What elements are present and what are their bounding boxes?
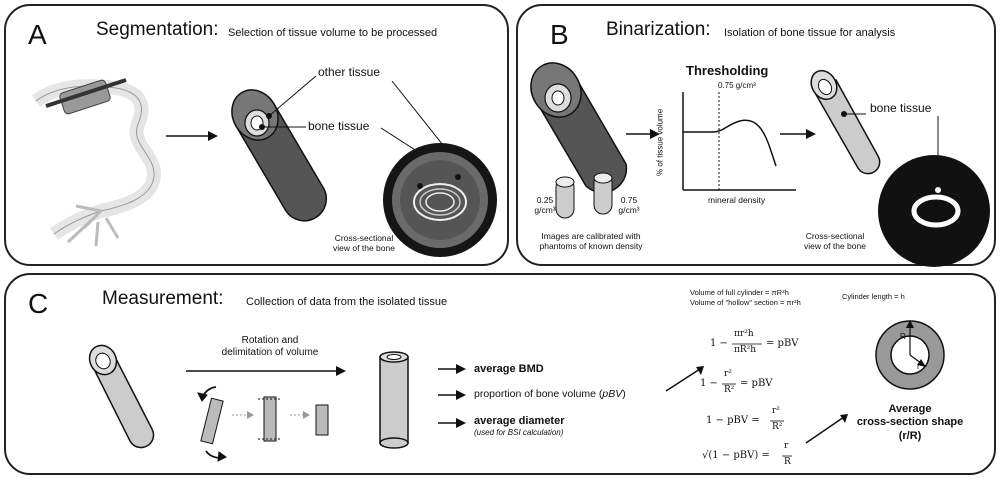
output-pbv-post: ) [622,388,626,400]
threshold-value: 0.75 g/cm³ [718,81,756,90]
eq2-numerator: r² [724,369,732,379]
eq3-numerator: r² [772,406,780,416]
output-pbv: proportion of bone volume (pBV) [474,388,626,401]
panel-c-subtitle: Collection of data from the isolated tis… [246,296,448,308]
caption-a-line2: view of the bone [333,243,395,253]
output-average-diameter: average diameter [474,415,565,427]
label-other-tissue: other tissue [318,65,381,79]
rotation-sequence [197,386,329,462]
selected-volume-box [45,78,127,115]
eq2-rhs: = pBV [740,378,773,389]
panel-a-drawing [31,75,497,257]
phantom-low-value: 0.25 [536,195,554,205]
eq1-lhs: 1 − [710,338,728,349]
label-bone-tissue-b: bone tissue [870,101,932,115]
caption-a-line1: Cross-sectional [334,233,394,243]
isolated-bone-cylinder [810,69,881,175]
bone-cylinder-upright [379,351,409,449]
panel-a-letter: A [28,19,47,50]
panel-c-title: Measurement: [102,288,224,309]
panel-c-letter: C [28,288,49,319]
phantom-low [555,176,575,219]
calib-line1: Images are calibrated with [541,231,641,241]
output-average-bmd: average BMD [474,363,544,375]
panel-measurement: C Measurement: Collection of data from t… [4,273,996,475]
phantom-high [593,172,613,215]
caption-b-line1: Cross-sectional [805,231,865,241]
panel-b-drawing [530,62,990,267]
panel-c-drawing [88,320,945,462]
eq2-lhs: 1 − [700,378,718,389]
shape-line3: (r/R) [898,430,922,442]
eq4-numerator: r [784,441,789,451]
panel-b-subtitle: Isolation of bone tissue for analysis [724,27,896,39]
eq3-denominator: R² [772,422,783,432]
phantom-high-unit: g/cm³ [618,205,640,215]
phantom-low-unit: g/cm³ [534,205,556,215]
panel-binarization: B Binarization: Isolation of bone tissue… [516,4,996,267]
panel-a-title: Segmentation: [96,19,219,40]
phantom-high-value: 0.75 [620,195,638,205]
shape-line2: cross-section shape [856,416,964,428]
panel-a-subtitle: Selection of tissue volume to be process… [228,27,438,39]
thresholding-label: Thresholding [686,63,769,78]
y-axis-label: % of tissue volume [655,108,665,176]
binarized-cross-section [878,155,990,267]
panel-segmentation: A Segmentation: Selection of tissue volu… [4,4,509,266]
cylinder-length: Cylinder length = h [842,292,905,301]
average-ring-shape [875,320,945,390]
volume-full-cylinder: Volume of full cylinder = πR²h [690,288,789,297]
leg-specimen-illustration [31,79,161,247]
ct-cross-section [383,143,497,257]
panel-b-title: Binarization: [606,19,711,40]
eq1-numerator: πr²h [734,329,754,339]
eq4-denominator: R [784,457,791,467]
bone-cylinder-tilted [88,344,155,449]
eq1-rhs: = pBV [766,338,799,349]
panel-b-letter: B [550,19,569,50]
eq4-lhs: √(1 − pBV) = [702,450,770,461]
output-pbv-italic: pBV [602,388,623,400]
label-bone-tissue: bone tissue [308,119,370,133]
ring-label-r: r [917,362,920,371]
ring-label-R: R [900,332,906,341]
eq3-lhs: 1 − pBV = [706,415,760,426]
output-diameter-note: (used for BSI calculation) [474,428,564,437]
calibrated-cylinder [530,62,628,194]
rotation-line1: Rotation and [241,335,299,346]
output-pbv-pre: proportion of bone volume ( [474,388,603,400]
x-axis-label: mineral density [708,195,766,205]
eq2-denominator: R² [724,385,735,395]
calib-line2: phantoms of known density [539,241,643,251]
shape-line1: Average [888,403,932,415]
segmented-cylinder [231,89,327,222]
caption-b-line2: view of the bone [804,241,866,251]
volume-hollow-section: Volume of "hollow" section = πr²h [690,298,801,307]
threshold-histogram [682,92,796,191]
rotation-line2: delimitation of volume [221,347,319,358]
eq1-denominator: πR²h [734,345,757,355]
